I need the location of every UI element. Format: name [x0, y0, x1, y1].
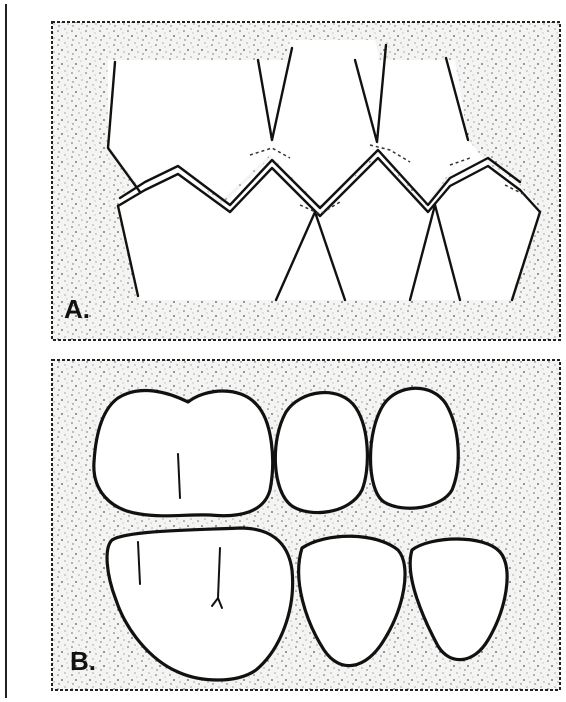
panel-b: B.	[52, 360, 560, 690]
panel-b-label: B.	[70, 646, 96, 676]
panel-b-upper-molar	[94, 390, 273, 515]
panel-a-label: A.	[64, 294, 90, 324]
panel-a: A.	[52, 22, 560, 340]
panel-b-upper-premolar-1	[275, 393, 367, 513]
panel-b-upper-premolar-2	[371, 388, 459, 508]
